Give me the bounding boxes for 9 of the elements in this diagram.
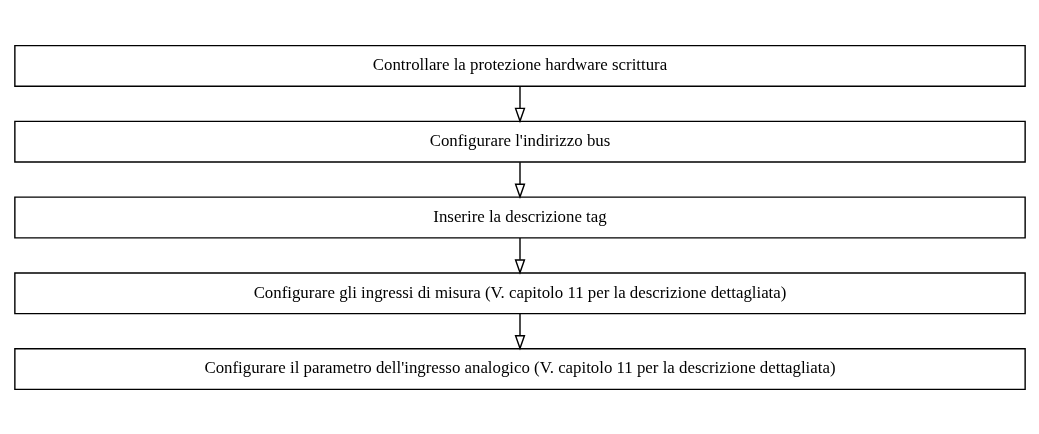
arrow <box>514 85 525 123</box>
arrow <box>514 312 525 350</box>
node-box: Configurare gli ingressi di misura (V. capitolo 11 per la descrizione dettagliata) <box>13 271 1026 314</box>
arrow <box>514 236 525 275</box>
node-box: Controllare la protezione hardware scrittura <box>13 44 1026 87</box>
arrow <box>514 161 525 199</box>
node-box: Inserire la descrizione tag <box>13 195 1026 239</box>
node-box: Configurare il parametro dell'ingresso analogico (V. capitolo 11 per la descrizione dettagliata) <box>13 347 1026 390</box>
node-box: Configurare l'indirizzo bus <box>13 120 1026 163</box>
